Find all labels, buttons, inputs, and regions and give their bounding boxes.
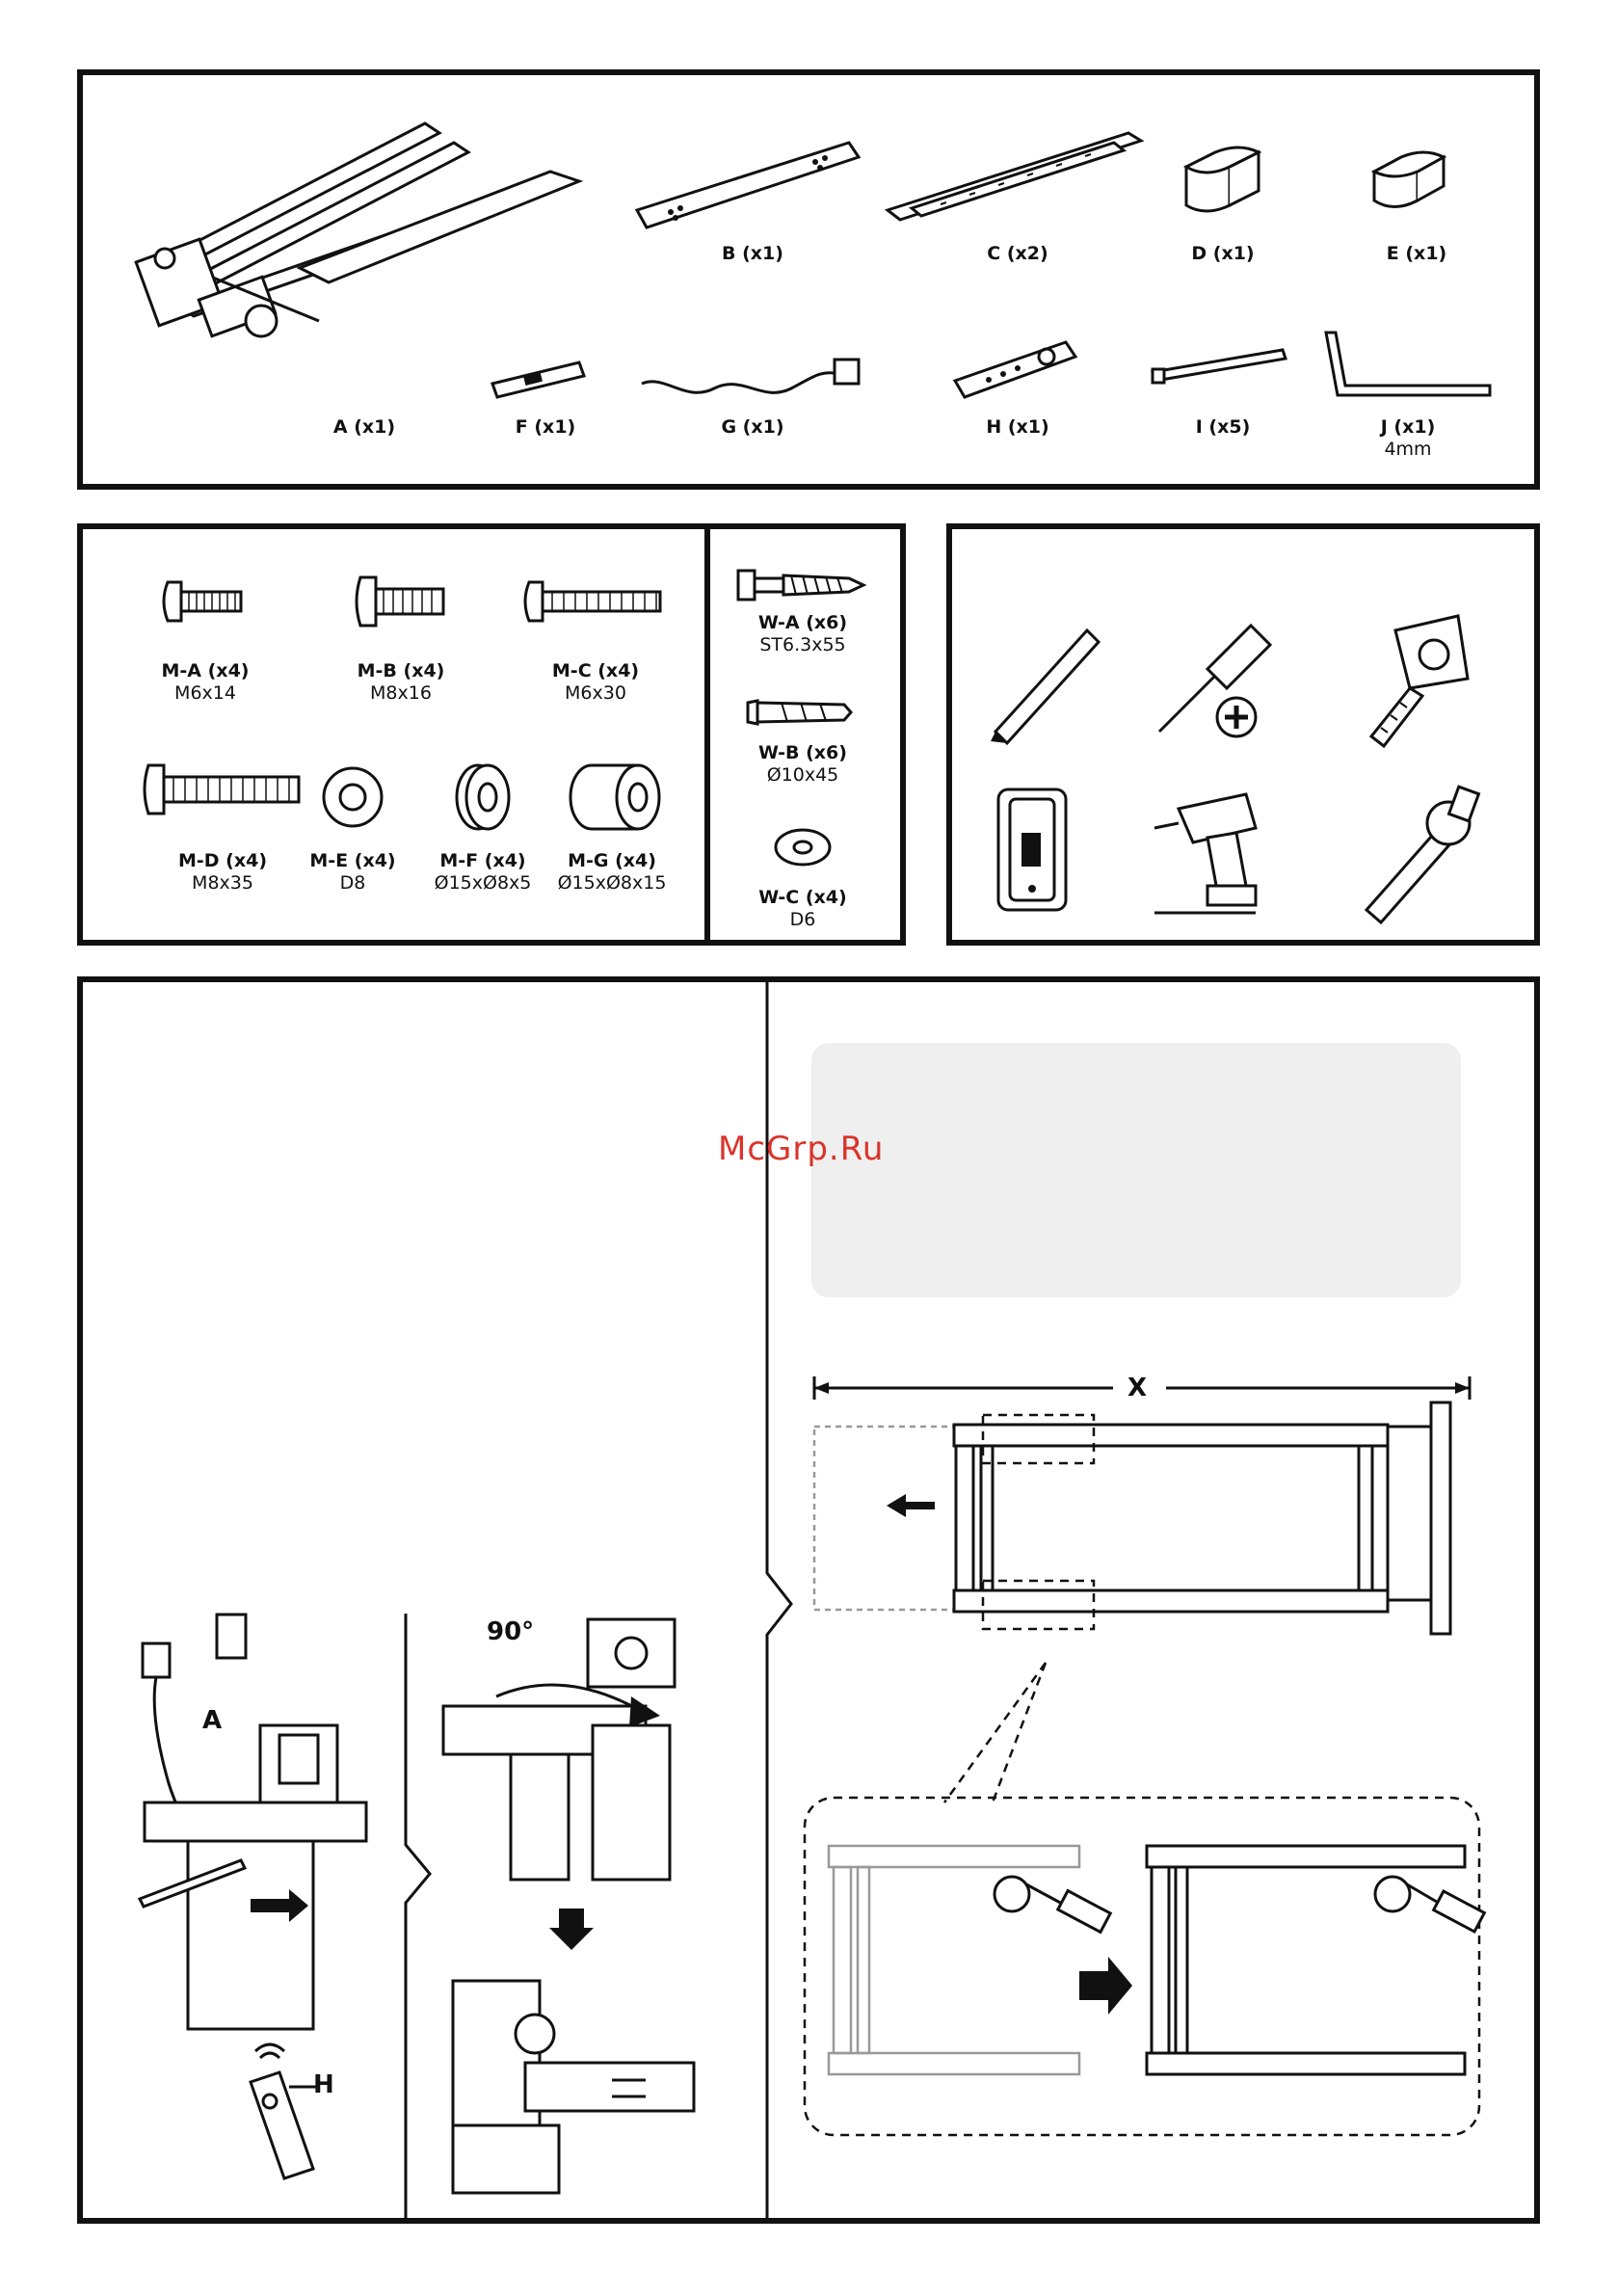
- m-b-bolt-icon: [353, 573, 449, 630]
- part-a-frame-drawing: [126, 114, 666, 345]
- part-j-label: J (x1)4mm: [1381, 416, 1436, 461]
- tools-panel: [946, 523, 1540, 946]
- part-d-cap-drawing: [1177, 138, 1273, 225]
- m-b-label: M-B (x4)M8x16: [358, 660, 445, 705]
- detail-box-drawing: [800, 1793, 1484, 2140]
- w-c-label: W-C (x4)D6: [758, 887, 846, 931]
- socket-wrench-icon: [1357, 785, 1482, 929]
- rotate-column-drawing: [438, 1610, 699, 1880]
- phillips-screwdriver-icon: [1150, 616, 1285, 751]
- w-c-washer-icon: [769, 823, 836, 871]
- parts-panel: A (x1) B (x1) C (x2) D (x1) E (x1) F (x1…: [77, 69, 1540, 490]
- m-g-spacer-icon: [565, 759, 661, 836]
- m-d-label: M-D (x4)M8x35: [178, 850, 267, 894]
- substep-divider: [382, 1614, 439, 2218]
- part-d-label: D (x1): [1191, 243, 1254, 265]
- part-h-remote-drawing: [950, 337, 1085, 405]
- w-a-label: W-A (x6)ST6.3x55: [758, 612, 847, 656]
- m-f-spacer-icon: [449, 759, 517, 836]
- watermark: McGrp.Ru: [718, 1130, 884, 1168]
- w-b-label: W-B (x6)Ø10x45: [758, 742, 847, 787]
- m-a-label: M-A (x4)M6x14: [162, 660, 250, 705]
- part-c-rail-drawing: [883, 123, 1153, 229]
- m-g-label: M-G (x4)Ø15xØ8x15: [558, 850, 667, 894]
- m-c-bolt-icon: [521, 577, 666, 626]
- part-f-label: F (x1): [516, 416, 575, 439]
- rotation-label: 90°: [487, 1617, 534, 1646]
- part-g-power-cord-drawing: [637, 350, 868, 408]
- m-c-label: M-C (x4)M6x30: [552, 660, 639, 705]
- plug-in-power-drawing: [135, 1610, 376, 2034]
- pencil-icon: [981, 621, 1106, 746]
- remote-control-drawing: [241, 2043, 347, 2188]
- m-f-label: M-F (x4)Ø15xØ8x5: [435, 850, 532, 894]
- hardware-panel: M-A (x4)M6x14 M-B (x4)M8x16 M-C (x4)M6x3…: [77, 523, 906, 946]
- part-b-label: B (x1): [722, 243, 783, 265]
- part-j-hex-key-drawing: [1316, 328, 1499, 405]
- m-e-label: M-E (x4)D8: [309, 850, 395, 894]
- tape-measure-icon: [1357, 611, 1482, 756]
- power-drill-icon: [1150, 789, 1285, 924]
- part-g-label: G (x1): [721, 416, 783, 439]
- part-e-label: E (x1): [1387, 243, 1446, 265]
- installed-column-drawing: [438, 1966, 699, 2198]
- part-a-label: A (x1): [333, 416, 395, 439]
- callout-a: A: [202, 1706, 222, 1735]
- info-box: [811, 1043, 1461, 1297]
- w-b-anchor-icon: [743, 693, 859, 732]
- part-i-label: I (x5): [1196, 416, 1251, 439]
- part-f-level-drawing: [488, 355, 594, 403]
- m-e-washer-icon: [319, 763, 386, 831]
- m-d-bolt-icon: [141, 761, 305, 818]
- callout-h: H: [313, 2070, 334, 2099]
- part-e-cap-drawing: [1365, 138, 1461, 225]
- stud-finder-icon: [991, 785, 1087, 920]
- part-b-plate-drawing: [632, 133, 863, 239]
- part-i-cable-tie-drawing: [1148, 345, 1292, 393]
- down-arrow-icon: [547, 1904, 596, 1952]
- wall-bracket-extend-drawing: [809, 1398, 1484, 1658]
- hardware-divider: [704, 529, 710, 940]
- w-a-lag-screw-icon: [733, 566, 868, 604]
- part-h-label: H (x1): [986, 416, 1048, 439]
- part-c-label: C (x2): [987, 243, 1048, 265]
- m-a-bolt-icon: [160, 577, 247, 626]
